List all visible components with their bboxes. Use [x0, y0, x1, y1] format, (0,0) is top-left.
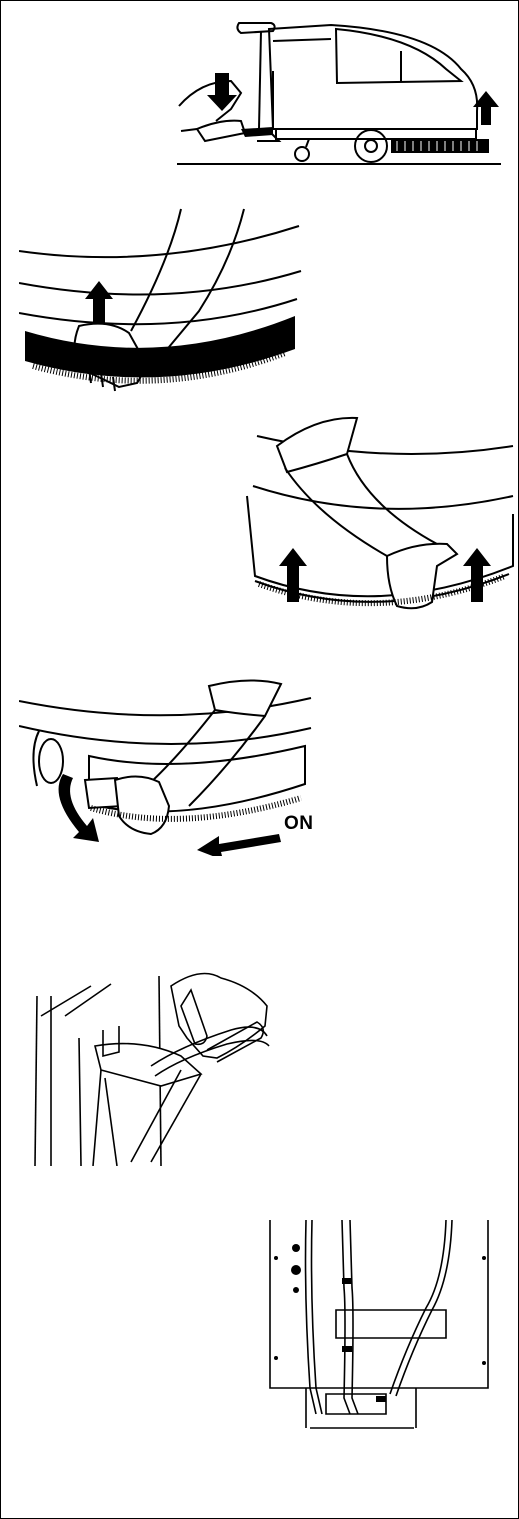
hose-routing-icon	[266, 1218, 496, 1438]
rotation-direction-label: ON	[284, 813, 314, 835]
hose-pull-icon	[31, 966, 271, 1166]
figure-hose-pull	[31, 966, 271, 1166]
figure-hose-routing	[266, 1218, 496, 1438]
figure-brush-install	[19, 656, 319, 856]
brush-removal-icon	[19, 201, 319, 401]
figure-pad-lift	[237, 406, 517, 621]
scrubber-pedal-lift-icon	[161, 11, 506, 171]
brush-install-rotate-icon	[19, 656, 319, 856]
figure-machine-pedal	[161, 11, 506, 171]
pad-driver-lift-icon	[237, 406, 517, 621]
figure-brush-remove	[19, 201, 319, 401]
